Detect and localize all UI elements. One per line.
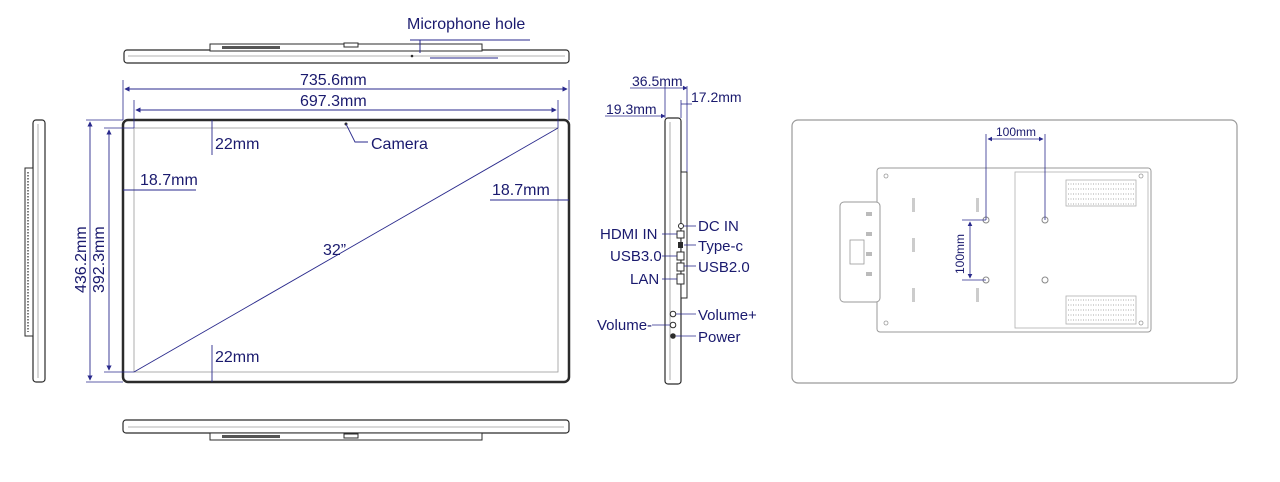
screen-width-label: 697.3mm: [300, 93, 367, 110]
power-label: Power: [698, 329, 741, 346]
back-vent-grille-bottom: [1065, 295, 1137, 325]
side-profile-view: [605, 85, 696, 385]
top-bezel-label: 22mm: [215, 136, 260, 153]
depth-total-label: 36.5mm: [632, 73, 683, 89]
left-bezel-label: 18.7mm: [140, 172, 198, 189]
bottom-view: [122, 419, 570, 441]
lan-label: LAN: [630, 271, 660, 288]
dc-in-port-icon: [678, 223, 684, 229]
depth-body-label: 19.3mm: [606, 101, 657, 117]
top-vent-slots: [222, 46, 280, 49]
usb3-label: USB3.0: [610, 248, 662, 265]
overall-height-label: 436.2mm: [73, 226, 90, 293]
hdmi-port-icon: [676, 230, 685, 239]
volume-plus-label: Volume+: [698, 307, 757, 324]
lan-port-icon: [676, 273, 685, 285]
camera-label: Camera: [371, 136, 428, 153]
overall-width-label: 735.6mm: [300, 72, 367, 89]
width-dimensions: [122, 80, 570, 128]
screen-diagonal-label: 32”: [323, 242, 347, 259]
screen-height-label: 392.3mm: [91, 226, 108, 293]
right-bezel-label: 18.7mm: [492, 182, 550, 199]
bottom-bezel-label: 22mm: [215, 349, 260, 366]
usb2-label: USB2.0: [698, 259, 750, 276]
power-button-icon: [670, 333, 676, 339]
diagonal-line: [133, 127, 559, 373]
vesa-vertical-label: 100mm: [953, 233, 967, 274]
type-c-port-icon: [678, 242, 683, 248]
usb3-port-icon: [676, 251, 685, 261]
left-side-view: [24, 119, 46, 383]
hdmi-in-label: HDMI IN: [600, 226, 658, 243]
type-c-label: Type-c: [698, 238, 744, 255]
dc-in-label: DC IN: [698, 218, 739, 235]
microphone-hole-label: Microphone hole: [407, 16, 526, 33]
volume-plus-button-icon: [669, 310, 677, 318]
height-dimensions: [86, 119, 134, 383]
vesa-horizontal-label: 100mm: [996, 125, 1037, 139]
front-view: [121, 118, 571, 384]
depth-back-label: 17.2mm: [691, 89, 742, 105]
volume-minus-button-icon: [669, 321, 677, 329]
microphone-hole-icon: [410, 54, 414, 58]
top-view: [123, 39, 570, 64]
usb2-port-icon: [676, 262, 685, 272]
back-vent-grille-top: [1065, 179, 1137, 207]
volume-minus-label: Volume-: [597, 317, 653, 334]
back-view: [791, 119, 1238, 384]
